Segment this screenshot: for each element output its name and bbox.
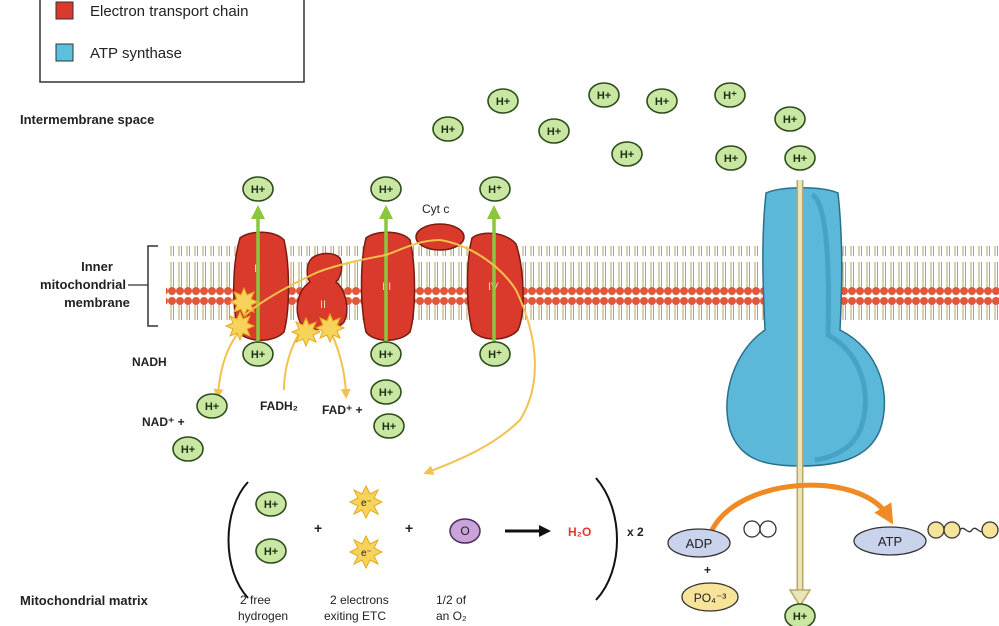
cyt-c-label: Cyt c — [422, 202, 449, 216]
proton-ion: H+ — [196, 393, 228, 419]
proton-label: H+ — [724, 153, 738, 165]
proton-ion: H+ — [242, 341, 274, 367]
caption-oxygen-line1: 1/2 of — [436, 593, 467, 607]
proton-label: H+ — [783, 114, 797, 126]
proton-ion: H⁺ — [714, 82, 746, 108]
proton-label: H+ — [620, 149, 634, 161]
proton-ion: H+ — [370, 379, 402, 405]
inner-membrane-label-line1: Inner — [81, 259, 113, 274]
times-two-label: x 2 — [627, 525, 644, 539]
fadh2-label: FADH₂ — [260, 399, 298, 413]
inner-membrane-label-line3: membrane — [64, 295, 130, 310]
po4-label: PO₄⁻³ — [694, 591, 727, 605]
oxygen-atom: O — [449, 518, 481, 544]
plus-sign-2: + — [405, 520, 413, 536]
atp-molecule: ATP — [853, 521, 999, 556]
proton-ion: H+ — [784, 145, 816, 171]
proton-label: H+ — [793, 611, 807, 623]
proton-label: H+ — [379, 184, 393, 196]
adp-molecule: ADP — [667, 520, 777, 558]
proton-ion: H+ — [588, 82, 620, 108]
electron-star-1: e⁻ — [348, 484, 384, 520]
proton-label: H+ — [496, 96, 510, 108]
intermembrane-space-label: Intermembrane space — [20, 112, 154, 127]
proton-label: H⁺ — [488, 184, 502, 196]
proton-ion: H+ — [370, 341, 402, 367]
legend-label-etc: Electron transport chain — [90, 3, 248, 20]
legend-label-atp-synthase: ATP synthase — [90, 45, 182, 62]
proton-label: H+ — [379, 349, 393, 361]
legend: Electron transport chain ATP synthase — [39, 0, 305, 83]
proton-ion: H⁺ — [479, 341, 511, 367]
caption-hydrogen-line1: 2 free — [240, 593, 271, 607]
proton-group: H+ H+ H+ H⁺ H+ H+ H+ H+ H+ H+ H+ H+ H⁺ H+ H+ H⁺ H+ H+ H+ H+… — [172, 82, 816, 626]
proton-label: H⁺ — [488, 349, 502, 361]
water-formation-reaction: + + e⁻ e⁻ O H₂O x 2 2 free hydrogen 2 el… — [227, 477, 644, 623]
cytochrome-c — [415, 223, 465, 251]
caption-electrons-line1: 2 electrons — [330, 593, 389, 607]
proton-label: H+ — [441, 124, 455, 136]
synthase-proton-arrow — [788, 180, 812, 608]
proton-label: H+ — [793, 153, 807, 165]
oxygen-label: O — [460, 524, 469, 538]
legend-swatch-atp-synthase — [55, 43, 74, 62]
fad-label: FAD⁺ + — [322, 403, 363, 417]
atp-synthase — [726, 187, 886, 467]
complex-i-label: I — [254, 263, 257, 275]
proton-ion: H+ — [255, 538, 287, 564]
nad-label: NAD⁺ + — [142, 415, 185, 429]
inner-membrane-label: Inner mitochondrial membrane — [40, 245, 158, 327]
proton-label: H+ — [264, 499, 278, 511]
proton-ion: H+ — [432, 116, 464, 142]
proton-pump-arrows — [251, 205, 501, 344]
proton-ion: H+ — [487, 88, 519, 114]
mitochondrial-matrix-label: Mitochondrial matrix — [20, 593, 149, 608]
complex-ii — [296, 252, 348, 331]
proton-ion: H+ — [784, 603, 816, 626]
proton-label: H+ — [205, 401, 219, 413]
proton-label: H+ — [655, 96, 669, 108]
proton-label: H+ — [547, 126, 561, 138]
proton-ion: H+ — [715, 145, 747, 171]
proton-ion: H+ — [611, 141, 643, 167]
proton-ion: H+ — [646, 88, 678, 114]
caption-electrons-line2: exiting ETC — [324, 609, 386, 623]
nadh-label: NADH — [132, 355, 167, 369]
proton-label: H+ — [251, 349, 265, 361]
caption-hydrogen-line2: hydrogen — [238, 609, 288, 623]
inner-membrane — [166, 246, 999, 320]
electron-label-2: e⁻ — [361, 548, 372, 559]
complex-iii — [360, 231, 416, 341]
atp-synthesis: ADP + PO₄⁻³ ATP — [667, 482, 999, 612]
complex-ii-label: II — [320, 299, 326, 311]
proton-ion: H+ — [373, 413, 405, 439]
caption-oxygen-line2: an O₂ — [436, 609, 467, 623]
proton-ion: H+ — [538, 118, 570, 144]
legend-swatch-etc — [55, 1, 74, 20]
water-label: H₂O — [568, 525, 591, 539]
proton-ion: H⁺ — [479, 176, 511, 202]
proton-ion: H+ — [370, 176, 402, 202]
proton-ion: H+ — [255, 491, 287, 517]
proton-label: H+ — [382, 421, 396, 433]
proton-label: H+ — [264, 546, 278, 558]
proton-ion: H+ — [774, 106, 806, 132]
plus-sign-1: + — [314, 520, 322, 536]
electron-star-2: e⁻ — [348, 534, 384, 570]
starburst-icons — [224, 286, 346, 348]
proton-label: H+ — [379, 387, 393, 399]
proton-label: H⁺ — [723, 90, 737, 102]
adp-plus: + — [704, 563, 711, 577]
proton-label: H+ — [597, 90, 611, 102]
phosphate-molecule: PO₄⁻³ — [681, 582, 739, 612]
electron-label-1: e⁻ — [361, 498, 372, 509]
inner-membrane-label-line2: mitochondrial — [40, 277, 126, 292]
proton-ion: H+ — [242, 176, 274, 202]
atp-label: ATP — [878, 534, 902, 549]
proton-label: H+ — [251, 184, 265, 196]
proton-ion: H+ — [172, 436, 204, 462]
proton-label: H+ — [181, 444, 195, 456]
adp-label: ADP — [686, 536, 713, 551]
